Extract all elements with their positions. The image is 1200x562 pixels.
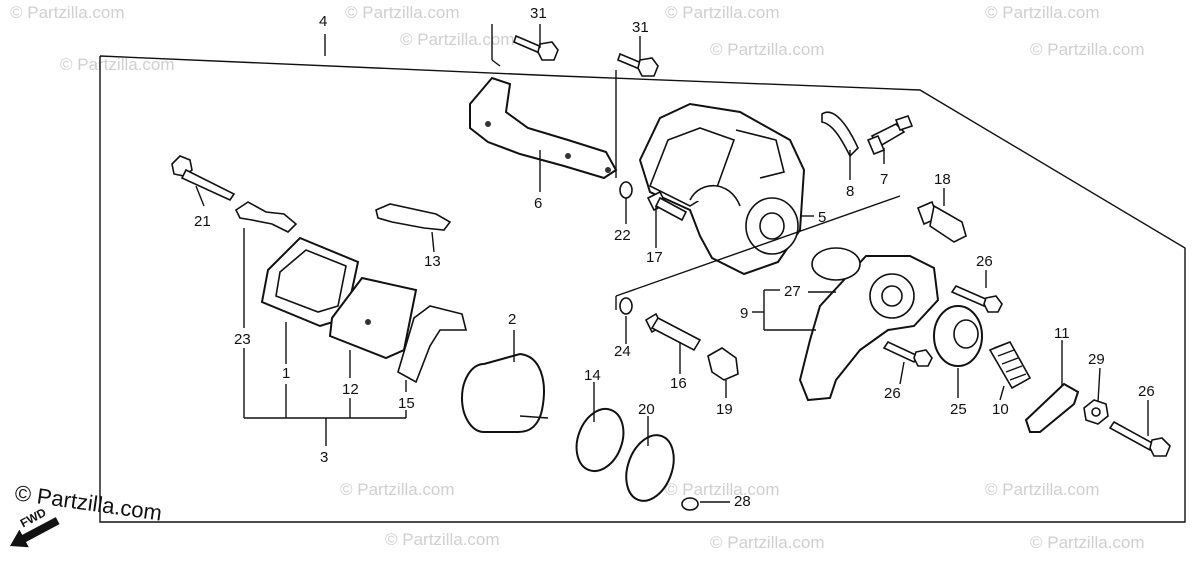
watermark: © Partzilla.com	[1030, 40, 1145, 59]
watermark: © Partzilla.com	[400, 30, 515, 49]
assembly-outline	[99, 55, 1186, 523]
callout-24: 24	[614, 343, 631, 360]
callout-31: 31	[530, 5, 547, 22]
pad-spring-clip	[234, 201, 298, 233]
callout-20: 20	[638, 401, 655, 418]
bolt-26-upper	[950, 284, 1003, 313]
bleeder-valve	[866, 115, 914, 156]
callout-12: 12	[342, 381, 359, 398]
leader-line	[491, 59, 501, 67]
callout-1: 1	[282, 365, 290, 382]
callout-11: 11	[1054, 325, 1070, 342]
adjuster-lever	[1024, 382, 1080, 433]
callout-31: 31	[632, 19, 649, 36]
bolt-27	[1108, 420, 1171, 457]
watermark: © Partzilla.com	[710, 533, 825, 552]
callout-22: 22	[614, 227, 631, 244]
watermark: © Partzilla.com	[710, 40, 825, 59]
bolt-21	[171, 155, 236, 207]
callout-27: 26	[1138, 383, 1155, 400]
callout-8: 8	[846, 183, 854, 200]
watermark: © Partzilla.com	[10, 3, 125, 22]
retaining-clip	[821, 111, 859, 158]
callout-19: 19	[716, 401, 733, 418]
watermark: © Partzilla.com	[340, 480, 455, 499]
washer-24	[619, 297, 633, 315]
callout-26: 26	[884, 385, 901, 402]
watermark: © Partzilla.com	[60, 55, 175, 74]
callout-16: 16	[670, 375, 687, 392]
pad-retainer-15	[397, 305, 468, 384]
bolt-31-right	[617, 52, 659, 77]
callout-4: 4	[319, 13, 327, 30]
callout-2: 2	[508, 311, 516, 328]
callout-23: 23	[234, 331, 251, 348]
callout-17: 17	[646, 249, 663, 266]
brake-pad-1	[260, 236, 360, 328]
callout-5: 5	[818, 209, 826, 226]
adjuster-spring	[988, 340, 1032, 390]
leader-lines	[243, 24, 1149, 503]
watermarks: © Partzilla.com © Partzilla.com © Partzi…	[10, 3, 1145, 552]
pin-bolt-18	[916, 200, 967, 243]
callout-13: 13	[424, 253, 441, 270]
callout-14: 14	[584, 367, 601, 384]
caliper-bracket	[469, 76, 618, 180]
callout-7: 7	[880, 171, 888, 188]
pin-17	[646, 190, 688, 222]
caliper-body	[638, 102, 806, 276]
washer-22	[619, 181, 633, 199]
pad-shim-13	[375, 203, 452, 231]
caliper-bracket-28	[798, 247, 940, 402]
callout-3: 3	[320, 449, 328, 466]
dust-seal	[625, 434, 675, 502]
callout-6: 6	[534, 195, 542, 212]
nut-30	[1083, 399, 1109, 425]
watermark: © Partzilla.com	[985, 3, 1100, 22]
callout-26: 26	[976, 253, 993, 270]
slide-pin-16	[644, 312, 702, 352]
callout-15: 15	[398, 395, 415, 412]
watermark: © Partzilla.com	[385, 530, 500, 549]
callout-9: 9	[740, 305, 748, 322]
boot-19	[707, 347, 739, 381]
piston	[461, 352, 549, 433]
bolt-31-left	[513, 34, 559, 61]
watermark: © Partzilla.com	[1030, 533, 1145, 552]
dust-boot-25	[933, 305, 983, 367]
callout-28: 27	[784, 283, 801, 300]
callouts: 4 31 31 6 8 7 18 5 22 17 21 13 2 23 1 12…	[194, 5, 1155, 510]
callout-25: 25	[950, 401, 967, 418]
callout-10: 10	[992, 401, 1009, 418]
callout-30: 29	[1088, 351, 1105, 368]
o-ring	[681, 497, 699, 511]
watermark: © Partzilla.com	[985, 480, 1100, 499]
watermark: © Partzilla.com	[345, 3, 460, 22]
fwd-arrow-icon	[9, 517, 60, 548]
bolt-26-lower	[882, 340, 933, 367]
callout-29: 28	[734, 493, 751, 510]
callout-18: 18	[934, 171, 951, 188]
piston-seal	[575, 408, 625, 472]
watermark: © Partzilla.com	[665, 480, 780, 499]
watermark: © Partzilla.com	[665, 3, 780, 22]
callout-21: 21	[194, 213, 211, 230]
